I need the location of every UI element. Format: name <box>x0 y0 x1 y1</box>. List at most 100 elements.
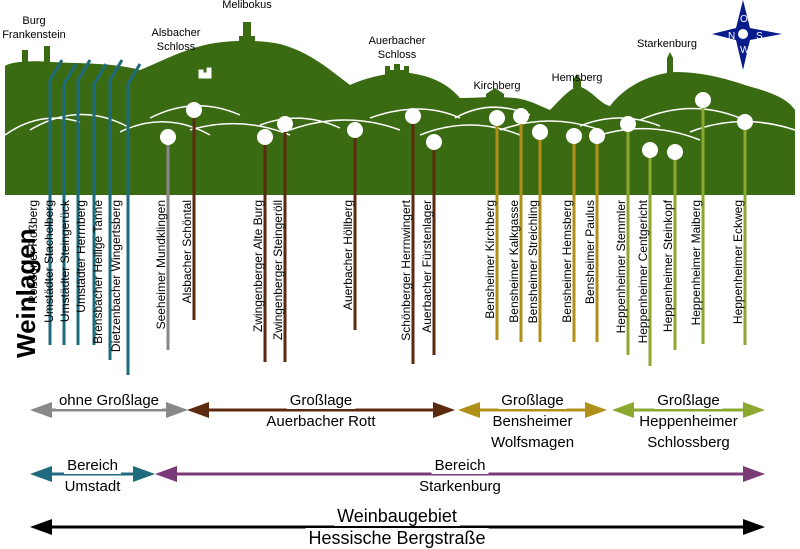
stake-dietzenbacher-wingertsberg <box>126 63 142 375</box>
stake-umstaedter-steingerueck <box>76 59 92 345</box>
marker-bensheimer-streichling <box>532 124 548 140</box>
vineyard-arc <box>289 119 401 131</box>
vineyard-arc <box>369 108 461 119</box>
vineyard-arc <box>639 107 741 121</box>
compass-west: W <box>740 45 750 56</box>
marker-heppenheimer-steinkopf <box>667 144 683 160</box>
marker-bensheimer-kalkgasse <box>513 108 529 124</box>
vineyard-name-bensheimer-streichling: Bensheimer Streichling <box>526 200 540 323</box>
label-backing <box>305 528 489 548</box>
vineyard-arc <box>259 117 341 129</box>
marker-zwingenberger-alte-burg <box>257 129 273 145</box>
anbaugebiet-label-line-0: Weinbaugebiet <box>337 506 457 526</box>
marker-auerbacher-hoellberg <box>347 122 363 138</box>
compass-center <box>738 29 748 39</box>
label-backing <box>487 434 578 451</box>
hill-labels: BurgFrankensteinMelibokusAlsbacherSchlos… <box>2 0 697 92</box>
label-backing <box>64 457 121 474</box>
vineyard-arc <box>419 124 521 136</box>
label-backing <box>636 413 741 430</box>
vineyard-name-heppenheimer-centgericht: Heppenheimer Centgericht <box>636 199 650 343</box>
marker-alsbacher-schoental <box>186 102 202 118</box>
vineyard-name-schoenberger-herrnwingert: Schönberger Herrnwingert <box>399 199 413 340</box>
grosslage-arrow-rott <box>187 402 455 418</box>
vineyard-name-bensheimer-kalkgasse: Bensheimer Kalkgasse <box>507 200 521 323</box>
hill-label-kirchberg: Kirchberg <box>473 80 520 92</box>
burg-frankenstein-tower-left <box>22 50 28 66</box>
vineyard-name-auerbacher-hoellberg: Auerbacher Höllberg <box>341 200 355 310</box>
grosslage-label-rott-line-0: Großlage <box>290 392 353 409</box>
stake-umstaedter-herrnberg <box>92 63 108 345</box>
vineyard-name-brensbacher-heilige-tanne: Brensbacher Heilige Tanne <box>91 200 105 344</box>
label-backing <box>644 434 733 451</box>
hill-label-melibokus: Melibokus <box>222 0 272 11</box>
alsbacher-schloss-ruin <box>198 67 212 79</box>
marker-auerbacher-fuerstenlager <box>426 134 442 150</box>
vineyard-name-dietzenbacher-wingertsberg: Dietzenbacher Wingertsberg <box>109 200 123 352</box>
vineyard-name-umstaedter-steingerueck: Umstädter Steingerück <box>58 199 72 322</box>
grosslage-label-wolfsmagen-line-0: Großlage <box>501 392 564 409</box>
vineyard-name-bensheimer-paulus: Bensheimer Paulus <box>583 200 597 304</box>
marker-schoenberger-herrnwingert <box>405 108 421 124</box>
bereich-label-starkenburg-line-1: Starkenburg <box>419 478 501 495</box>
compass-south: S <box>756 31 763 42</box>
vineyard-name-alsbacher-schoental: Alsbacher Schöntal <box>180 200 194 303</box>
stake-brensbacher-heilige-tanne <box>108 59 124 360</box>
hill-label-auerbacher-schloss: Auerbacher <box>369 35 426 47</box>
label-backing <box>61 478 125 495</box>
label-backing <box>286 392 356 409</box>
bereich-label-starkenburg-line-0: Bereich <box>435 457 486 474</box>
label-backing <box>416 478 504 495</box>
marker-zwingenberger-steingeroell <box>277 116 293 132</box>
vineyard-name-zwingenberger-steingeroell: Zwingenberger Steingeröll <box>271 200 285 340</box>
auerbacher-schloss-ruin <box>385 64 409 76</box>
bereich-label-umstadt-line-0: Bereich <box>67 457 118 474</box>
hill-label-starkenburg: Starkenburg <box>637 38 697 50</box>
label-backing <box>263 413 380 430</box>
vineyard-name-bensheimer-kirchberg: Bensheimer Kirchberg <box>483 200 497 319</box>
vineyard-name-auerbacher-fuerstenlager: Auerbacher Fürstenlager <box>420 200 434 333</box>
compass-north: N <box>728 31 735 42</box>
title-weinlagen: Weinlagen <box>11 228 41 358</box>
vineyard-name-heppenheimer-maiberg: Heppenheimer Maiberg <box>689 200 703 325</box>
grosslage-label-schlossberg-line-2: Schlossberg <box>647 434 730 451</box>
marker-heppenheimer-eckweg <box>737 114 753 130</box>
marker-bensheimer-paulus <box>589 128 605 144</box>
starkenburg-tower <box>667 52 673 74</box>
label-backing <box>489 413 576 430</box>
vineyard-stakes <box>48 59 753 375</box>
stake-rossdorfer-rossberg <box>48 59 64 345</box>
vineyard-name-seeheimer-mundklingen: Seeheimer Mundklingen <box>154 200 168 329</box>
anbaugebiet-arrow <box>30 519 765 535</box>
vineyard-arc <box>29 113 131 131</box>
grosslage-arrow-schlossberg <box>612 402 765 418</box>
vineyard-arc <box>599 127 701 141</box>
vineyard-arcs <box>4 105 796 141</box>
grosslage-label-wolfsmagen-line-1: Bensheimer <box>492 413 572 430</box>
vineyard-arc <box>4 117 81 136</box>
hill-label-alsbacher-schloss: Schloss <box>157 41 196 53</box>
label-backing <box>55 392 163 409</box>
grosslage-arrow-none <box>30 402 188 418</box>
stake-umstaedter-stachelberg <box>62 63 78 345</box>
hill-label-auerbacher-schloss: Schloss <box>378 49 417 61</box>
grosslage-label-none-line-0: ohne Großlage <box>59 392 159 409</box>
vineyard-name-zwingenberger-alte-burg: Zwingenberger Alte Burg <box>251 200 265 332</box>
vineyard-name-heppenheimer-stemmler: Heppenheimer Stemmler <box>614 200 628 333</box>
vineyard-arc <box>189 122 291 136</box>
marker-heppenheimer-stemmler <box>620 116 636 132</box>
hemsberg-tower <box>573 74 581 88</box>
label-backing <box>334 506 460 526</box>
vineyard-name-heppenheimer-eckweg: Heppenheimer Eckweg <box>731 200 745 324</box>
bereich-label-umstadt-line-1: Umstadt <box>65 478 122 495</box>
grosslage-label-schlossberg-line-1: Heppenheimer <box>639 413 737 430</box>
grosslage-arrow-wolfsmagen <box>458 402 607 418</box>
marker-heppenheimer-centgericht <box>642 142 658 158</box>
vineyard-name-bensheimer-hemsberg: Bensheimer Hemsberg <box>560 200 574 323</box>
compass-rose: N O S W <box>712 0 782 70</box>
compass-east: O <box>740 14 748 25</box>
hill-label-hemsberg: Hemsberg <box>552 72 603 84</box>
